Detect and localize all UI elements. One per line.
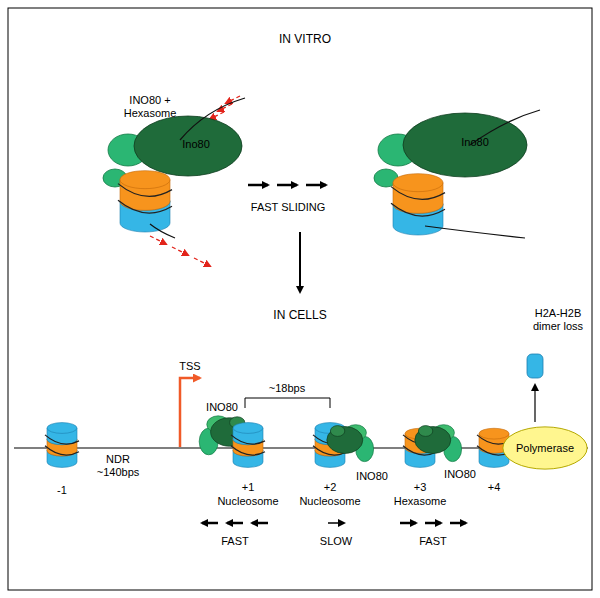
ino80-subunit: Ino80: [440, 127, 510, 157]
node-text: Ino80: [461, 136, 489, 148]
label: INO80: [206, 401, 238, 414]
ino80-complex: [327, 425, 374, 462]
label: +3: [414, 481, 427, 494]
label: NDR ~140bps: [94, 453, 142, 478]
label: Nucleosome: [299, 495, 360, 508]
label: TSS: [179, 360, 200, 373]
label: Hexasome: [394, 495, 447, 508]
node-text: Ino80: [182, 138, 210, 150]
label: H2A-H2B dimer loss: [527, 307, 589, 332]
label: INO80 + Hexasome: [121, 94, 179, 119]
label: +4: [488, 481, 501, 494]
dna: [150, 224, 175, 238]
label: INO80: [356, 470, 388, 483]
ino80-body: [134, 116, 242, 176]
label: INO80: [444, 468, 476, 481]
label: Nucleosome: [217, 495, 278, 508]
dna: [425, 226, 525, 238]
hexasome: [391, 174, 445, 235]
hexasome: [118, 171, 172, 232]
label: FAST: [419, 535, 447, 548]
polymerase: Polymerase: [502, 426, 588, 470]
label: FAST: [221, 535, 249, 548]
label: -1: [57, 484, 67, 497]
dna: [180, 98, 245, 140]
node-text: Polymerase: [516, 442, 574, 454]
label: +1: [242, 481, 255, 494]
ino80-complex: [415, 425, 462, 462]
nucleosome: [45, 423, 79, 468]
nucleosome: [231, 423, 265, 468]
ino80-subunit: Ino80: [161, 129, 231, 159]
label: IN VITRO: [279, 33, 331, 47]
label: ~18bps: [269, 382, 305, 395]
label: +2: [324, 481, 337, 494]
label: IN CELLS: [273, 309, 326, 323]
label: SLOW: [320, 535, 352, 548]
label: FAST SLIDING: [251, 201, 325, 214]
